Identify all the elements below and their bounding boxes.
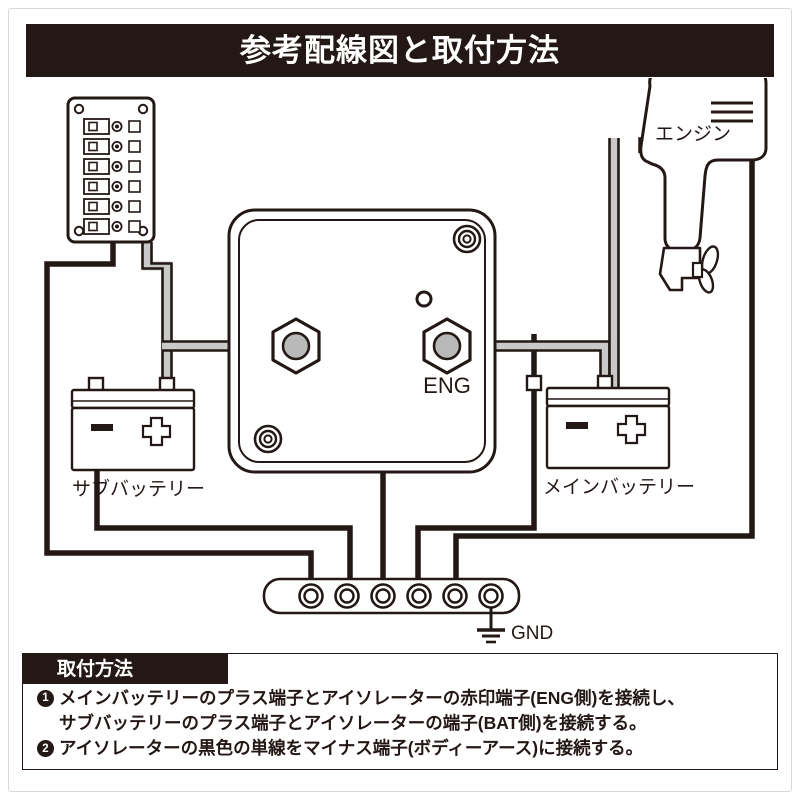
isolator-inner-case xyxy=(238,219,486,463)
label-plate xyxy=(128,120,141,133)
instructions-panel: 取付方法 1 メインバッテリーのプラス端子とアイソレーターの赤印端子(ENG側)… xyxy=(22,653,778,770)
instructions-list: 1 メインバッテリーのプラス端子とアイソレーターの赤印端子(ENG側)を接続し、… xyxy=(23,686,777,762)
sub-battery-body xyxy=(70,406,196,472)
instruction-bullet-1: 1 xyxy=(37,690,54,707)
isolator-eng-label: ENG xyxy=(423,373,471,398)
main-battery[interactable]: メインバッテリー xyxy=(525,374,695,498)
sub-battery[interactable]: サブバッテリー xyxy=(70,376,205,500)
engine-propeller-icon xyxy=(691,245,720,294)
label-plate xyxy=(128,220,141,233)
ground-symbol-group: GND xyxy=(477,608,553,644)
engine-vent-icon xyxy=(711,101,753,123)
sub-battery-label: サブバッテリー xyxy=(72,477,205,500)
bus-terminal-1[interactable] xyxy=(298,583,324,609)
instruction-2-line-1: アイソレーターの黒色の単線をマイナス端子(ボディーアース)に接続する。 xyxy=(59,738,644,759)
switch-row[interactable] xyxy=(83,198,141,215)
instruction-1-line-1: メインバッテリーのプラス端子とアイソレーターの赤印端子(ENG側)を接続し、 xyxy=(59,688,685,708)
label-plate xyxy=(128,140,141,153)
switch-row[interactable] xyxy=(83,118,141,135)
wire-switchpanel-ground xyxy=(44,242,314,590)
wire-switchpanel-positive xyxy=(142,242,172,390)
instructions-header-label: 取付方法 xyxy=(57,658,134,680)
wire-isolator-to-mainbattery xyxy=(447,341,610,388)
diagram-svg: ENG サブバッテリー xyxy=(44,66,768,644)
outboard-engine[interactable]: エンジン xyxy=(639,66,768,294)
switch-panel-body xyxy=(66,96,156,244)
engine-gearcase xyxy=(658,246,702,292)
engine-label: エンジン xyxy=(655,124,731,145)
instruction-bullet-2: 2 xyxy=(37,740,54,758)
ground-label: GND xyxy=(511,623,553,644)
bus-terminal-4[interactable] xyxy=(406,583,432,609)
main-battery-body xyxy=(545,404,671,470)
instruction-item-2: 2 アイソレーターの黒色の単線をマイナス端子(ボディーアース)に接続する。 xyxy=(37,736,767,761)
isolator-unit[interactable]: ENG xyxy=(227,208,497,474)
label-plate xyxy=(128,160,141,173)
title-banner: 参考配線図と取付方法 xyxy=(26,24,774,77)
isolator-ring-terminal xyxy=(415,290,433,308)
negative-terminal-icon xyxy=(91,424,113,431)
sub-battery-lid xyxy=(70,388,196,410)
panel-screw-bl xyxy=(73,225,85,237)
switch-panel[interactable] xyxy=(66,96,156,244)
switch-row[interactable] xyxy=(83,158,141,175)
main-battery-negative-post xyxy=(525,374,543,392)
panel-screw-tl xyxy=(73,103,85,115)
wire-mainbattery-negative xyxy=(415,334,537,590)
label-plate xyxy=(128,200,141,213)
isolator-terminal-eng[interactable] xyxy=(422,317,472,375)
label-plate xyxy=(128,180,141,193)
page-title: 参考配線図と取付方法 xyxy=(240,33,560,68)
bus-terminal-5[interactable] xyxy=(442,583,468,609)
wiring-diagram-canvas: ENG サブバッテリー xyxy=(0,66,800,648)
switch-row[interactable] xyxy=(83,218,141,235)
bus-terminal-3[interactable] xyxy=(370,583,396,609)
switch-row[interactable] xyxy=(83,138,141,155)
main-battery-label: メインバッテリー xyxy=(543,477,695,498)
ground-bus-bar[interactable] xyxy=(262,577,521,615)
instruction-1-line-2: サブバッテリーのプラス端子とアイソレーターの端子(BAT側)を接続する。 xyxy=(59,713,647,734)
bus-terminal-2[interactable] xyxy=(334,583,360,609)
panel-screw-tr xyxy=(137,103,149,115)
instructions-header: 取付方法 xyxy=(23,654,228,684)
isolator-terminal-bat[interactable] xyxy=(271,317,321,375)
positive-terminal-icon xyxy=(616,414,647,445)
switch-row[interactable] xyxy=(83,178,141,195)
main-battery-lid xyxy=(545,386,671,408)
ground-icon xyxy=(477,628,505,644)
bus-terminal-6[interactable] xyxy=(478,583,504,609)
positive-terminal-icon xyxy=(141,416,172,447)
instruction-item-1: 1 メインバッテリーのプラス端子とアイソレーターの赤印端子(ENG側)を接続し、… xyxy=(37,686,767,736)
isolator-bolt-bottom-left xyxy=(253,424,283,454)
isolator-bolt-top-right xyxy=(452,224,482,254)
negative-terminal-icon xyxy=(566,422,588,429)
